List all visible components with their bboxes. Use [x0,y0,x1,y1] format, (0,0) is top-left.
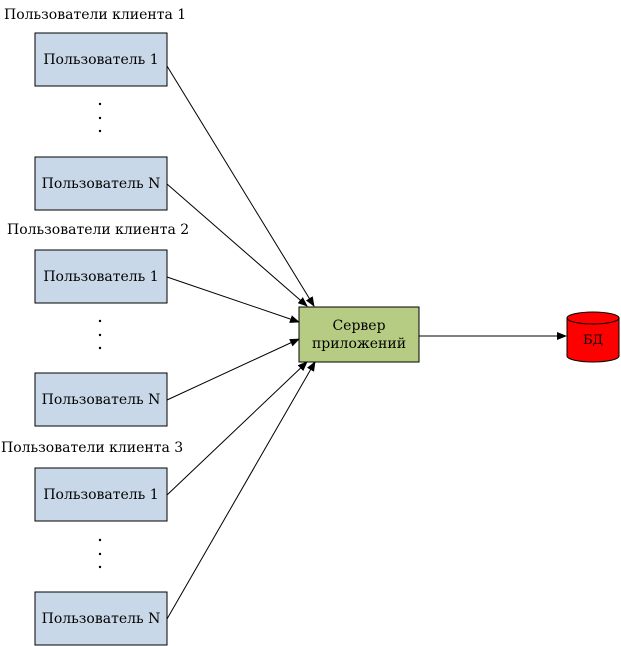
group-title: Пользователи клиента 3 [1,440,183,456]
user-box-label: Пользователь 1 [43,269,158,285]
edge-group3-userN-to-server [166,361,316,620]
database-label: БД [583,333,603,348]
client-group-3: Пользователи клиента 3 Пользователь 1 По… [1,440,183,646]
ellipsis-dots [98,319,102,350]
user-box-last: Пользователь N [34,591,168,646]
user-box-label: Пользователь N [42,392,161,408]
server-label-line2: приложений [312,336,406,352]
user-box-last: Пользователь N [34,372,168,427]
edge-group2-userN-to-server [166,338,300,401]
application-server: Сервер приложений [298,306,420,363]
user-box-label: Пользователь N [42,611,161,627]
client-group-2: Пользователи клиента 2 Пользователь 1 По… [7,222,189,427]
ellipsis-dots [98,538,102,569]
user-box-label: Пользователь N [42,176,161,192]
database-icon [566,311,620,363]
server-label-line1: Сервер [332,318,385,334]
user-box-first: Пользователь 1 [34,249,168,304]
client-group-1: Пользователи клиента 1 Пользователь 1 По… [4,7,186,211]
edge-group1-user1-to-server [166,65,315,307]
user-box-label: Пользователь 1 [43,52,158,68]
database: БД [566,311,620,363]
edge-group2-user1-to-server [166,276,300,323]
user-box-label: Пользователь 1 [43,487,158,503]
user-box-first: Пользователь 1 [34,32,168,87]
ellipsis-dots [98,102,102,133]
edge-group1-userN-to-server [166,183,308,307]
group-title: Пользователи клиента 1 [4,7,186,23]
edge-group3-user1-to-server [166,361,308,496]
user-box-first: Пользователь 1 [34,467,168,522]
user-box-last: Пользователь N [34,156,168,211]
group-title: Пользователи клиента 2 [7,222,189,238]
edges [166,65,567,620]
